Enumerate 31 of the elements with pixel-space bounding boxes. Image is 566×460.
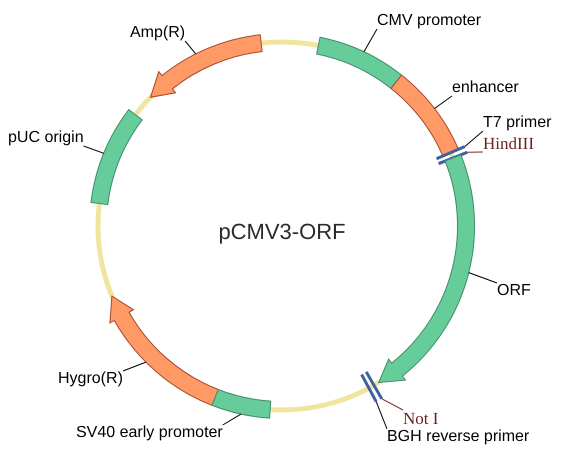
feature-label: SV40 early promoter	[76, 425, 223, 441]
feature-label: CMV promoter	[377, 13, 482, 29]
leader-line	[464, 130, 484, 147]
site-marker	[364, 371, 384, 400]
feature-arrow	[378, 154, 476, 383]
leader-line	[381, 398, 404, 410]
feature-segment	[90, 109, 143, 206]
feature-label: pUC origin	[8, 130, 84, 146]
leader-line	[83, 146, 104, 154]
feature-label: Amp(R)	[130, 25, 186, 41]
site-marker	[436, 145, 466, 160]
feature-label: BGH reverse primer	[387, 429, 530, 445]
site-label: HindIII	[483, 135, 534, 152]
feature-segment	[212, 389, 272, 419]
leader-line	[184, 40, 196, 54]
site-marker	[360, 374, 378, 403]
plasmid-name: pCMV3-ORF	[218, 221, 346, 243]
site-marker	[438, 150, 468, 166]
feature-label: Hygro(R)	[58, 371, 123, 387]
leader-line	[364, 28, 378, 52]
feature-label: enhancer	[452, 80, 519, 96]
leader-line	[376, 401, 388, 430]
feature-label: T7 primer	[483, 115, 552, 131]
leader-line	[222, 414, 242, 426]
leader-line	[466, 152, 484, 153]
feature-label: ORF	[497, 283, 531, 299]
leader-line	[468, 272, 498, 284]
leader-line	[122, 362, 146, 372]
feature-segment	[316, 36, 402, 89]
site-label: Not I	[403, 410, 438, 427]
leader-line	[434, 96, 452, 109]
